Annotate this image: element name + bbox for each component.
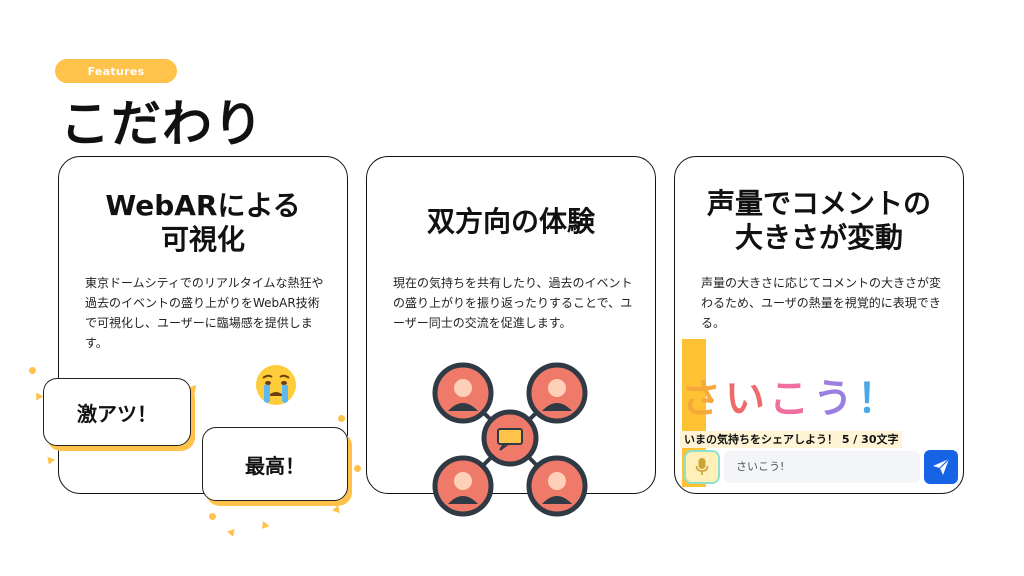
person-avatar-icon [432, 455, 494, 517]
card-title-line1: 声量でコメントの [706, 187, 931, 220]
decor-triangle [227, 528, 237, 539]
decor-triangle [332, 503, 342, 514]
decor-triangle [261, 520, 271, 531]
decor-triangle [45, 456, 55, 467]
chat-bubble-icon [481, 409, 539, 467]
ar-comment-text: さいこう！ [681, 366, 901, 424]
decor-dot [338, 415, 345, 422]
card-title-line2: 可視化 [160, 223, 245, 256]
crying-face-icon [256, 365, 296, 405]
send-button[interactable] [924, 450, 958, 484]
ar-comment-char: さ [681, 376, 725, 422]
share-prompt-label: いまの気持ちをシェアしよう！ 5 / 30文字 [680, 431, 903, 448]
decor-dot [209, 513, 216, 520]
card-title: 声量でコメントの 大きさが変動 [675, 187, 963, 255]
decor-dot [188, 418, 195, 425]
user-network-illustration [432, 362, 588, 517]
ar-comment-char: い [725, 376, 769, 422]
person-avatar-icon [526, 455, 588, 517]
comment-bubble: 最高！ [202, 427, 348, 501]
comment-text: 最高！ [245, 453, 305, 478]
feature-card-interactive: 双方向の体験 現在の気持ちを共有したり、過去のイベントの盛り上がりを振り返ったり… [366, 156, 656, 494]
card-title: WebARによる 可視化 [59, 189, 347, 257]
features-badge: Features [55, 59, 177, 83]
comment-bubble: 激アツ！ [43, 378, 191, 446]
card-title-line1: WebARによる [105, 189, 301, 222]
comment-input[interactable]: さいこう! [724, 451, 920, 483]
page-title: こだわり [60, 95, 264, 153]
decor-triangle [32, 390, 44, 401]
ar-comment-char: こ [769, 376, 813, 422]
microphone-button[interactable] [684, 450, 720, 484]
card-title-line2: 大きさが変動 [734, 221, 903, 254]
card-title: 双方向の体験 [426, 205, 595, 238]
person-avatar-icon [432, 362, 494, 424]
ar-comment-char: ！ [857, 376, 901, 422]
ar-comment-char: う [813, 376, 857, 422]
person-avatar-icon [526, 362, 588, 424]
card-description: 東京ドームシティでのリアルタイムな熱狂や過去のイベントの盛り上がりをWebAR技… [85, 276, 324, 350]
comment-text: 激アツ！ [77, 401, 157, 426]
card-description: 現在の気持ちを共有したり、過去のイベントの盛り上がりを振り返ったりすることで、ユ… [393, 276, 633, 330]
microphone-icon [695, 458, 709, 475]
card-description: 声量の大きさに応じてコメントの大きさが変わるため、ユーザの熱量を視覚的に表現でき… [701, 276, 942, 330]
decor-dot [354, 465, 361, 472]
decor-dot [29, 367, 36, 374]
send-icon [933, 458, 950, 475]
comment-input-row: さいこう! [684, 449, 958, 485]
